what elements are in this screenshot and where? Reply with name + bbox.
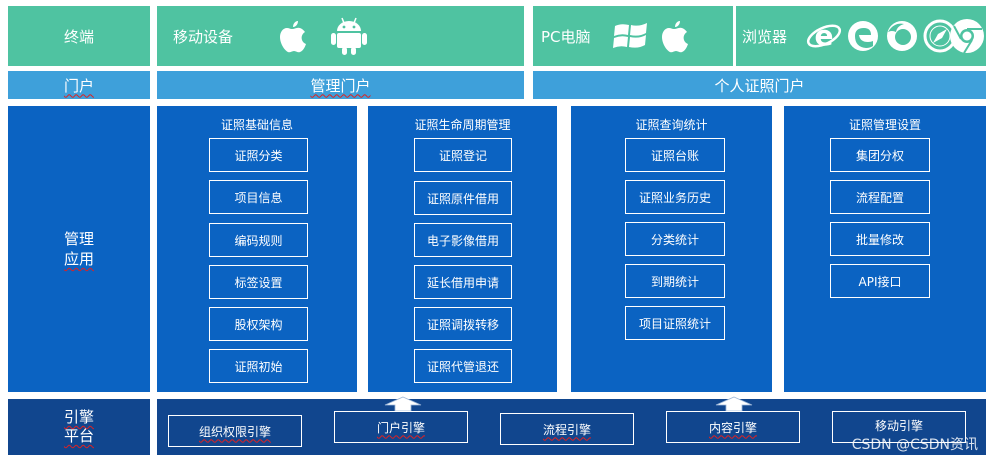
item-license-return[interactable]: 证照代管退还 (414, 349, 512, 383)
engine-portal[interactable]: 门户引擎 (334, 411, 468, 443)
engine-platform-panel (157, 399, 986, 455)
chrome-icon (948, 16, 986, 56)
engine-label: 引擎 平台 (8, 399, 150, 455)
panel-title: 证照管理设置 (848, 118, 921, 132)
engine-org-permission[interactable]: 组织权限引擎 (168, 415, 302, 447)
panel-license-query-stats: 证照查询统计 证照台账 证照业务历史 分类统计 到期统计 项目证照统计 (571, 106, 772, 392)
item-license-category[interactable]: 证照分类 (209, 138, 308, 172)
windows-icon (613, 20, 649, 52)
item-license-history[interactable]: 证照业务历史 (625, 180, 725, 214)
personal-portal[interactable]: 个人证照门户 (533, 71, 986, 99)
item-coding-rules[interactable]: 编码规则 (209, 223, 308, 257)
item-license-transfer[interactable]: 证照调拨转移 (414, 307, 512, 341)
engine-content[interactable]: 内容引擎 (666, 411, 800, 443)
panel-title: 证照生命周期管理 (414, 118, 511, 132)
item-equity-structure[interactable]: 股权架构 (209, 307, 308, 341)
apple-icon (657, 18, 691, 56)
edge-icon (846, 18, 880, 54)
item-project-info[interactable]: 项目信息 (209, 180, 308, 214)
portal-label: 门户 (8, 71, 150, 99)
arrow-up-icon (714, 396, 754, 412)
android-icon (331, 16, 367, 56)
browser-label: 浏览器 (742, 28, 788, 46)
svg-text:e: e (815, 19, 834, 52)
management-label: 管理 应用 (8, 106, 150, 392)
panel-title: 证照基础信息 (220, 118, 293, 132)
engine-mobile[interactable]: 移动引擎 (832, 411, 966, 443)
ie-icon: e (806, 18, 842, 54)
item-original-borrow[interactable]: 证照原件借用 (414, 181, 512, 215)
pc-label: PC电脑 (541, 28, 591, 46)
item-expiry-stats[interactable]: 到期统计 (625, 264, 725, 298)
pc-panel: PC电脑 (533, 6, 733, 66)
watermark-text: CSDN @CSDN资讯 (851, 437, 978, 453)
firefox-icon (884, 18, 920, 54)
item-license-register[interactable]: 证照登记 (414, 138, 512, 172)
arrow-up-icon (383, 396, 423, 412)
manage-portal[interactable]: 管理门户 (157, 71, 524, 99)
apple-icon (275, 18, 309, 56)
panel-license-basic-info: 证照基础信息 证照分类 项目信息 编码规则 标签设置 股权架构 证照初始 (157, 106, 357, 392)
engine-process[interactable]: 流程引擎 (500, 413, 634, 445)
item-license-ledger[interactable]: 证照台账 (625, 138, 725, 172)
mobile-device-label: 移动设备 (173, 28, 234, 46)
item-process-config[interactable]: 流程配置 (830, 180, 930, 214)
item-group-permission[interactable]: 集团分权 (830, 138, 930, 172)
browser-panel: 浏览器 e (736, 6, 986, 66)
item-category-stats[interactable]: 分类统计 (625, 222, 725, 256)
item-image-borrow[interactable]: 电子影像借用 (414, 223, 512, 257)
item-license-init[interactable]: 证照初始 (209, 349, 308, 383)
item-tag-settings[interactable]: 标签设置 (209, 265, 308, 299)
item-project-license-stats[interactable]: 项目证照统计 (625, 306, 725, 340)
terminal-label: 终端 (8, 6, 150, 66)
item-extend-borrow[interactable]: 延长借用申请 (414, 265, 512, 299)
item-api-interface[interactable]: API接口 (830, 264, 930, 298)
item-batch-edit[interactable]: 批量修改 (830, 222, 930, 256)
panel-license-lifecycle: 证照生命周期管理 证照登记 证照原件借用 电子影像借用 延长借用申请 证照调拨转… (368, 106, 557, 392)
panel-license-settings: 证照管理设置 集团分权 流程配置 批量修改 API接口 (784, 106, 986, 392)
mobile-device-panel: 移动设备 (157, 6, 524, 66)
panel-title: 证照查询统计 (635, 118, 708, 132)
